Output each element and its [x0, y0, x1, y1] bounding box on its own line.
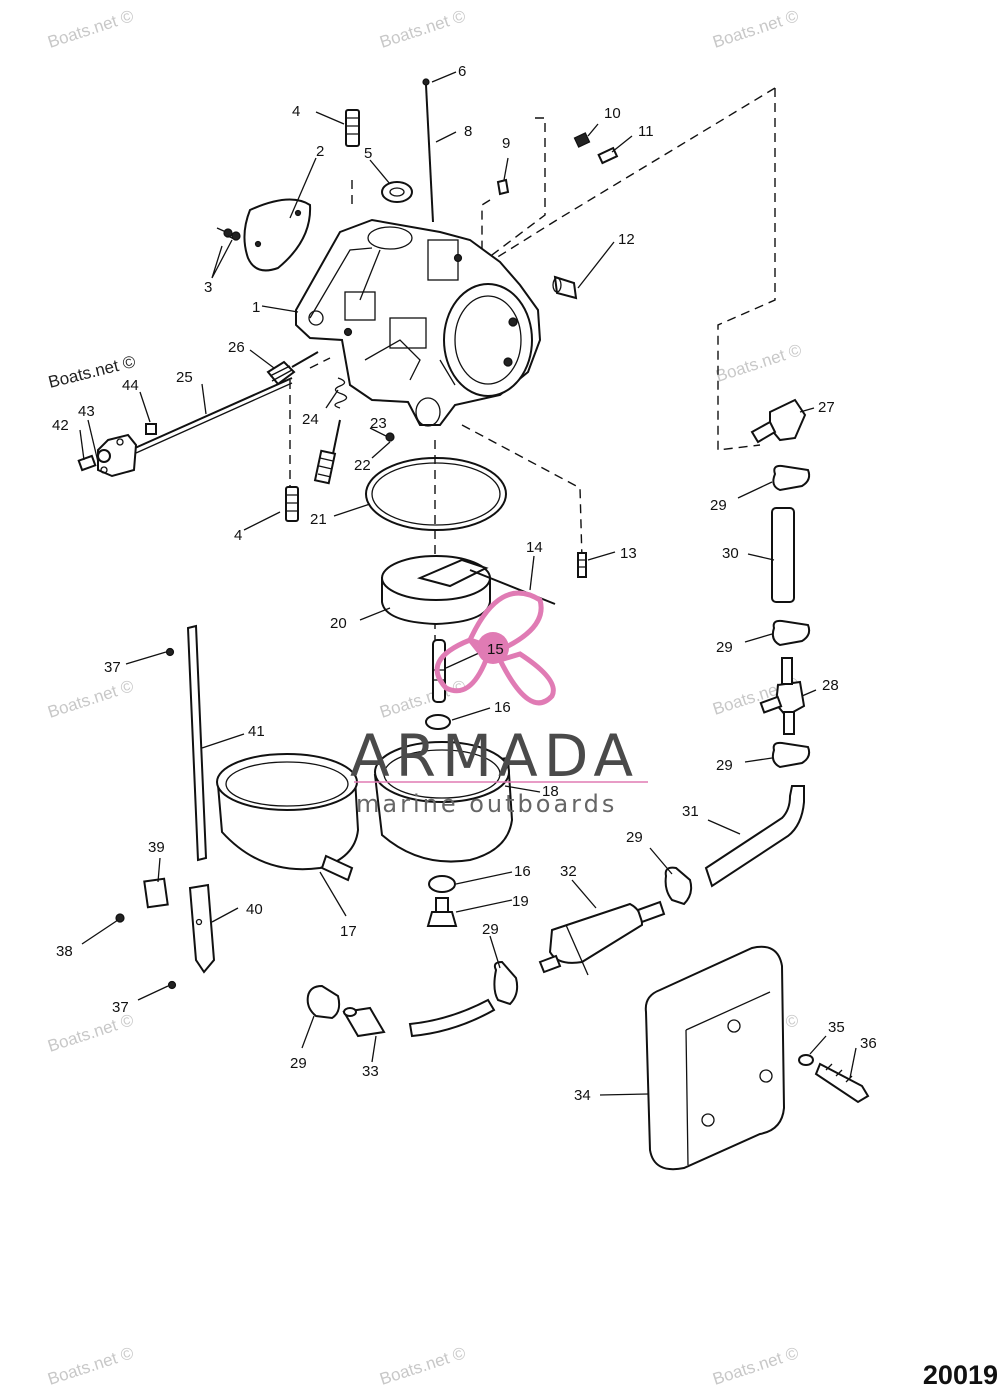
fuel-line-right [704, 464, 811, 888]
drain-plug [426, 897, 458, 927]
drawing-number: 20019 [922, 1360, 998, 1390]
float-bowl [373, 741, 514, 863]
callout-16-lower: 16 [514, 863, 531, 880]
callout-44: 44 [122, 377, 139, 394]
callout-29-b: 29 [716, 639, 733, 656]
callout-12: 12 [618, 231, 635, 248]
washer-upper [425, 714, 451, 730]
jet-upper [345, 109, 360, 147]
callout-4-upper: 4 [292, 103, 300, 120]
callout-36: 36 [860, 1035, 877, 1052]
seal-ring [381, 181, 413, 203]
watermark: Boats.net © [377, 6, 468, 52]
callout-4-lower: 4 [234, 527, 242, 544]
callout-29-a: 29 [710, 497, 727, 514]
callout-32: 32 [560, 863, 577, 880]
propeller-hub [477, 632, 509, 664]
armada-logo: ARMADA marine outboards [350, 590, 648, 818]
callout-17: 17 [340, 923, 357, 940]
callout-37-lower: 37 [112, 999, 129, 1016]
callout-39: 39 [148, 839, 165, 856]
watermark: Boats.net © [45, 676, 136, 722]
callout-19: 19 [512, 893, 529, 910]
watermark: Boats.net © [377, 1343, 468, 1389]
watermark: Boats.net © [710, 1343, 801, 1389]
idle-screw-spring [334, 377, 348, 409]
watermark: Boats.net © [45, 6, 136, 52]
callout-29-e: 29 [482, 921, 499, 938]
fuel-line-left [306, 960, 519, 1038]
cover-screws [216, 227, 241, 241]
linkage-rod [115, 624, 216, 990]
watermark: Boats.net © [710, 6, 801, 52]
mixture-needle [313, 419, 395, 485]
callout-15: 15 [487, 641, 504, 658]
drain-bowl [216, 753, 360, 882]
callout-18: 18 [542, 783, 559, 800]
callout-28: 28 [822, 677, 839, 694]
rod-assembly [422, 78, 434, 223]
washer-lower [428, 875, 456, 893]
throttle-shaft-assembly [77, 351, 319, 478]
jet-lower [285, 486, 299, 522]
mounting-bracket [644, 945, 870, 1171]
callout-40: 40 [246, 901, 263, 918]
watermark: Boats.net © [377, 676, 468, 722]
callout-16-upper: 16 [494, 699, 511, 716]
callout-38: 38 [56, 943, 73, 960]
callout-34: 34 [574, 1087, 591, 1104]
callout-13: 13 [620, 545, 637, 562]
fuel-filter [538, 866, 693, 976]
callout-9: 9 [502, 135, 510, 152]
callout-14: 14 [526, 539, 543, 556]
callout-41: 41 [248, 723, 265, 740]
watermark-layer: Boats.net © Boats.net © Boats.net © Boat… [45, 6, 804, 1389]
pin [577, 552, 587, 578]
callout-31: 31 [682, 803, 699, 820]
elbow-fitting [750, 398, 807, 444]
small-fittings [496, 132, 619, 300]
callout-25: 25 [176, 369, 193, 386]
brand-name: ARMADA [350, 722, 639, 790]
callout-42: 42 [52, 417, 69, 434]
callout-43: 43 [78, 403, 95, 420]
callout-labels: 2 3 4 4 5 6 8 9 10 11 12 1 26 25 44 43 4… [52, 63, 877, 1104]
watermark: Boats.net © [45, 1343, 136, 1389]
bowl-gasket [365, 457, 507, 531]
callout-27: 27 [818, 399, 835, 416]
callout-6: 6 [458, 63, 466, 80]
callout-37-upper: 37 [104, 659, 121, 676]
watermark: Boats.net © [713, 340, 804, 386]
callout-35: 35 [828, 1019, 845, 1036]
callout-8: 8 [464, 123, 472, 140]
leader-lines [79, 71, 857, 1096]
callout-30: 30 [722, 545, 739, 562]
callout-1: 1 [252, 299, 260, 316]
cover-gasket [243, 198, 312, 272]
callout-22: 22 [354, 457, 371, 474]
callout-20: 20 [330, 615, 347, 632]
callout-29-c: 29 [716, 757, 733, 774]
callout-2: 2 [316, 143, 324, 160]
callout-29-f: 29 [290, 1055, 307, 1072]
callout-23: 23 [370, 415, 387, 432]
brand-tagline: marine outboards [356, 790, 617, 818]
callout-24: 24 [302, 411, 319, 428]
carburetor-body [295, 218, 542, 427]
callout-5: 5 [364, 145, 372, 162]
watermark: Boats.net © [45, 1010, 136, 1056]
callout-21: 21 [310, 511, 327, 528]
callout-11: 11 [638, 123, 654, 140]
float [381, 555, 556, 626]
callout-10: 10 [604, 105, 621, 122]
callout-3: 3 [204, 279, 212, 296]
callout-29-d: 29 [626, 829, 643, 846]
propeller-logo-icon [434, 590, 556, 706]
callout-33: 33 [362, 1063, 379, 1080]
callout-26: 26 [228, 339, 245, 356]
